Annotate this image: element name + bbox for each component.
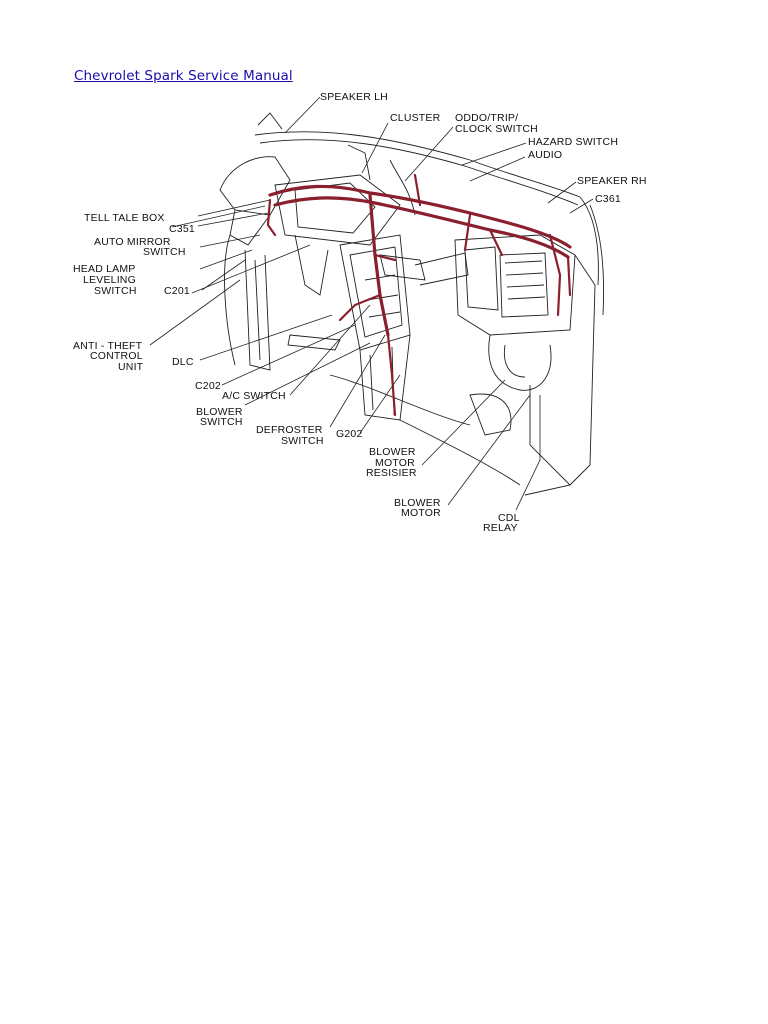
label-blower-switch-line1: BLOWER: [196, 406, 243, 418]
label-head-lamp-line3: SWITCH: [94, 285, 137, 297]
label-dlc: DLC: [172, 356, 194, 368]
label-oddo-line2: CLOCK SWITCH: [455, 123, 538, 135]
label-tell-tale-box: TELL TALE BOX: [84, 212, 165, 224]
label-cdl-relay-line2: RELAY: [483, 522, 518, 533]
label-hazard-switch: HAZARD SWITCH: [528, 136, 618, 148]
label-ac-switch: A/C SWITCH: [222, 390, 286, 402]
label-defroster-line1: DEFROSTER: [256, 424, 323, 436]
label-c201: C201: [164, 285, 190, 297]
label-c351: C351: [169, 223, 195, 235]
wiring-harness-diagram: SPEAKER LH CLUSTER ODDO/TRIP/ CLOCK SWIT…: [73, 91, 647, 533]
label-g202: G202: [336, 428, 363, 440]
component-labels: SPEAKER LH CLUSTER ODDO/TRIP/ CLOCK SWIT…: [73, 91, 647, 533]
label-cdl-relay-line1: CDL: [498, 512, 520, 524]
label-blower-motor-line2: MOTOR: [401, 507, 441, 519]
label-auto-mirror-line2: SWITCH: [143, 246, 186, 258]
label-blower-switch-line2: SWITCH: [200, 416, 243, 428]
wiring-harness: [266, 173, 572, 417]
dashboard-line-art: [219, 112, 605, 496]
label-anti-theft-line2: CONTROL: [90, 350, 143, 362]
label-blower-motor-resisier-line3: RESISIER: [366, 467, 417, 479]
leader-lines: [149, 96, 594, 511]
label-c361: C361: [595, 193, 621, 205]
label-defroster-line2: SWITCH: [281, 435, 324, 447]
label-oddo-line1: ODDO/TRIP/: [455, 112, 518, 124]
label-auto-mirror-line1: AUTO MIRROR: [94, 236, 171, 248]
label-blower-motor-resisier-line1: BLOWER: [369, 446, 416, 458]
label-anti-theft-line1: ANTI - THEFT: [73, 340, 143, 352]
label-speaker-lh: SPEAKER LH: [320, 91, 388, 103]
label-head-lamp-line1: HEAD LAMP: [73, 263, 135, 275]
label-head-lamp-line2: LEVELING: [83, 274, 136, 286]
label-anti-theft-line3: UNIT: [118, 361, 144, 373]
label-c202: C202: [195, 380, 221, 392]
label-blower-motor-line1: BLOWER: [394, 497, 441, 509]
label-cluster: CLUSTER: [390, 112, 441, 124]
label-audio: AUDIO: [528, 149, 562, 161]
document-title-link[interactable]: Chevrolet Spark Service Manual: [74, 68, 293, 84]
label-speaker-rh: SPEAKER RH: [577, 175, 647, 187]
label-blower-motor-resisier-line2: MOTOR: [375, 457, 415, 469]
